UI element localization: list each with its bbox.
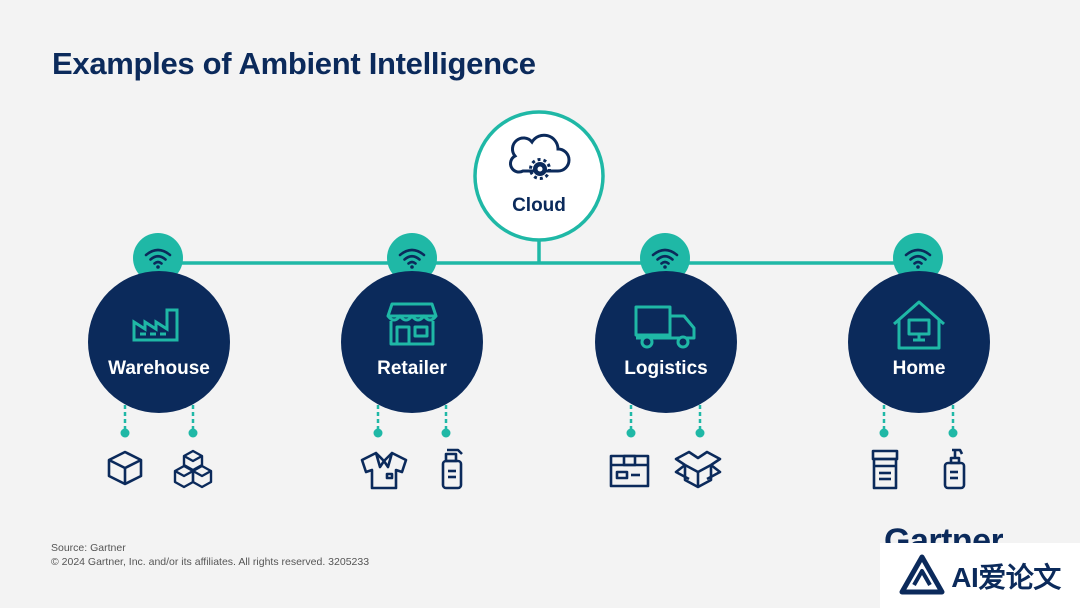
gartner-logo: Gartner [884,522,1004,544]
box-icon [107,450,143,486]
wifi-icon [640,233,690,283]
page-title: Examples of Ambient Intelligence [52,46,536,81]
node-warehouse: Warehouse [88,233,230,489]
storefront-icon [386,302,438,346]
watermark: AI爱论文 [880,543,1080,608]
node-label-retailer: Retailer [377,358,447,379]
pump-bottle-icon [943,448,966,490]
pill-bottle-icon [871,449,899,490]
network-connectors [158,240,918,265]
source-note: Source: Gartner [51,542,126,554]
truck-icon [634,305,696,349]
node-label-logistics: Logistics [624,358,707,379]
retailer-item-connectors [373,405,451,438]
footer: Source: Gartner © 2024 Gartner, Inc. and… [51,541,369,569]
cloud-gear-icon [509,133,571,180]
shirt-icon [360,451,408,490]
logistics-item-connectors [626,405,705,438]
node-logistics: Logistics [595,233,737,489]
factory-icon [132,308,179,342]
watermark-text: AI爱论文 [951,561,1061,593]
node-label-warehouse: Warehouse [108,358,210,379]
node-retailer: Retailer [341,233,483,490]
spray-bottle-icon [441,448,463,490]
wifi-icon [893,233,943,283]
open-box-icon [674,450,722,489]
cloud-node: Cloud [473,110,605,242]
cloud-label: Cloud [512,195,566,216]
ai-logo-icon [899,554,945,594]
node-label-home: Home [893,358,946,379]
shipping-box-icon [609,454,650,488]
home-item-connectors [879,405,958,438]
wifi-icon [387,233,437,283]
house-monitor-icon [893,300,945,350]
node-home: Home [848,233,990,490]
warehouse-item-connectors [120,405,198,438]
stacked-boxes-icon [173,449,213,489]
copyright-note: © 2024 Gartner, Inc. and/or its affiliat… [51,556,370,568]
wifi-icon [133,233,183,283]
